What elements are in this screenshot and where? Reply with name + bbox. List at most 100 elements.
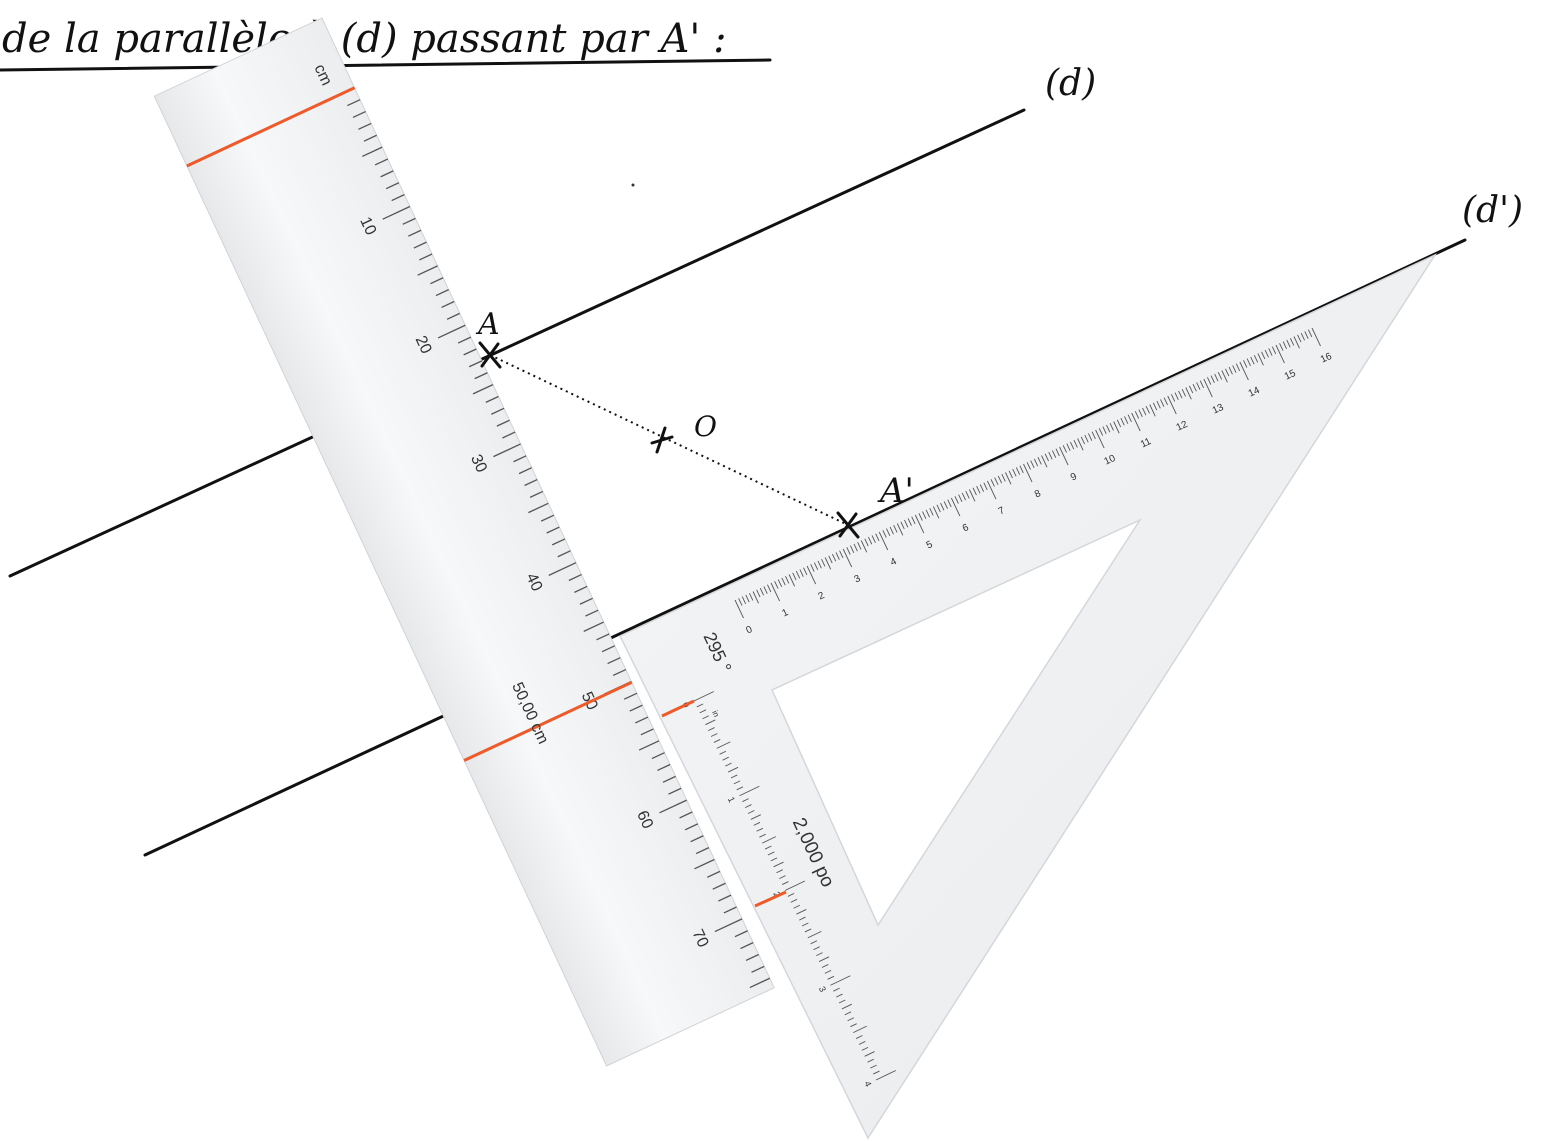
- set-square-tick-label: 10: [1103, 453, 1118, 468]
- set-square-tick: [759, 587, 765, 596]
- ruler-tick-label: 10: [356, 215, 379, 238]
- set-square-tick: [925, 509, 930, 518]
- set-square-tick: [1239, 361, 1249, 381]
- set-square-tick: [1185, 387, 1192, 400]
- set-square-tick: [1304, 331, 1309, 339]
- set-square-tick: [1188, 385, 1194, 394]
- set-square-tick: [864, 538, 869, 547]
- set-square-tick: [1012, 468, 1017, 477]
- ruler-tick: [557, 550, 571, 558]
- set-square-tick: [1069, 441, 1075, 450]
- set-square-inch-tick: [855, 1035, 863, 1039]
- line-d-prime-label: (d'): [1462, 190, 1523, 231]
- set-square-inch-tick: [861, 1046, 869, 1051]
- ruler-tick: [437, 324, 466, 339]
- set-square-tick: [1181, 389, 1186, 397]
- ruler-tick: [684, 823, 699, 831]
- set-square-tick: [1279, 343, 1284, 351]
- set-square-tick: [734, 599, 744, 619]
- line-d: [8, 108, 1026, 578]
- set-square-short-edge-ticks: 01234in: [680, 691, 897, 1088]
- ruler-body[interactable]: [153, 17, 775, 1067]
- set-square-tick: [896, 523, 904, 536]
- set-square-tick: [1023, 463, 1033, 483]
- point-a-label: A: [475, 307, 500, 342]
- set-square-tick: [1037, 457, 1042, 465]
- set-square-inch-tick: [844, 1011, 852, 1016]
- set-square-inch-tick: [858, 1041, 866, 1045]
- set-square-tick: [1289, 338, 1295, 346]
- set-square-tick: [990, 479, 995, 487]
- set-square-tick: [1044, 453, 1049, 462]
- ruler-tick: [690, 835, 704, 843]
- set-square-inch-tick: [790, 898, 798, 903]
- set-square-inch-tick: [793, 904, 801, 909]
- ruler-tick: [596, 633, 610, 641]
- ruler-tick: [408, 229, 422, 237]
- set-square-inch-label: 2: [771, 890, 782, 899]
- set-square-inch-tick: [776, 869, 783, 874]
- set-square-tick: [1059, 446, 1069, 466]
- set-square-tick: [1124, 416, 1129, 424]
- set-square-inch-tick: [779, 875, 786, 880]
- set-square-tick: [943, 501, 948, 509]
- set-square-inch-tick: [781, 881, 789, 885]
- set-square-tick: [1080, 436, 1086, 445]
- ruler-tick: [430, 277, 444, 285]
- set-square-tick: [983, 482, 988, 491]
- set-square-tick-label: 15: [1283, 368, 1298, 383]
- set-square-inch-unit: in: [710, 709, 721, 718]
- set-square-inch-tick: [693, 691, 715, 702]
- set-square-inch-tick: [821, 964, 829, 968]
- ruler-tick: [734, 930, 748, 938]
- ruler-tick: [413, 241, 427, 249]
- set-square-tick: [842, 548, 853, 568]
- set-square-tick: [849, 545, 855, 554]
- ruler-tick: [651, 752, 665, 760]
- set-square-inch-tick: [708, 727, 715, 732]
- set-square-tick: [1005, 472, 1012, 485]
- set-square-tick: [1307, 329, 1313, 338]
- set-square-tick-label: 5: [925, 539, 935, 552]
- set-square-tick: [1196, 382, 1201, 390]
- set-square-tick: [1127, 414, 1132, 423]
- set-square-tick-label: 4: [889, 556, 899, 569]
- set-square-tick: [1221, 370, 1228, 383]
- ruler-tick: [391, 194, 405, 202]
- set-square-tick-label: 6: [961, 522, 971, 535]
- set-square-tick: [745, 594, 750, 603]
- set-square-tick-label: 0: [744, 624, 754, 637]
- set-square-body[interactable]: [618, 253, 1438, 1140]
- set-square-inch-tick: [770, 857, 778, 862]
- ruler-tick: [745, 953, 759, 961]
- set-square-tick: [1217, 372, 1223, 380]
- point-o: [650, 426, 674, 454]
- ruler-tick: [493, 443, 521, 458]
- set-square-tick: [813, 562, 819, 571]
- ruler-tick: [546, 526, 560, 534]
- set-square-tick: [1257, 353, 1264, 366]
- set-square-tick: [788, 574, 796, 587]
- set-square-tick: [1116, 419, 1122, 428]
- set-square-inch-tick: [807, 930, 822, 939]
- set-square-inch-tick: [867, 1058, 874, 1063]
- ruler-tick: [579, 597, 593, 605]
- set-square-tick: [886, 528, 891, 537]
- set-square-tick: [1261, 351, 1266, 360]
- ruler-ticks: [327, 87, 771, 989]
- set-square-tick: [831, 553, 837, 562]
- set-square-tick: [987, 480, 997, 500]
- set-square-inch-tick: [750, 814, 761, 820]
- ruler-tick: [583, 621, 604, 632]
- set-square-inch-tick: [824, 969, 832, 974]
- ruler-tick: [551, 538, 566, 546]
- ruler[interactable]: 10203040506070 cm 50,00 cm: [153, 17, 775, 1067]
- set-square-inch-tick: [872, 1070, 880, 1075]
- ruler-tick: [712, 882, 726, 890]
- set-square-inch-tick: [827, 975, 835, 980]
- set-square-tick-label: 3: [853, 573, 863, 586]
- set-square-tick: [821, 559, 826, 567]
- set-square-tick: [936, 504, 941, 513]
- ruler-tick: [419, 253, 433, 261]
